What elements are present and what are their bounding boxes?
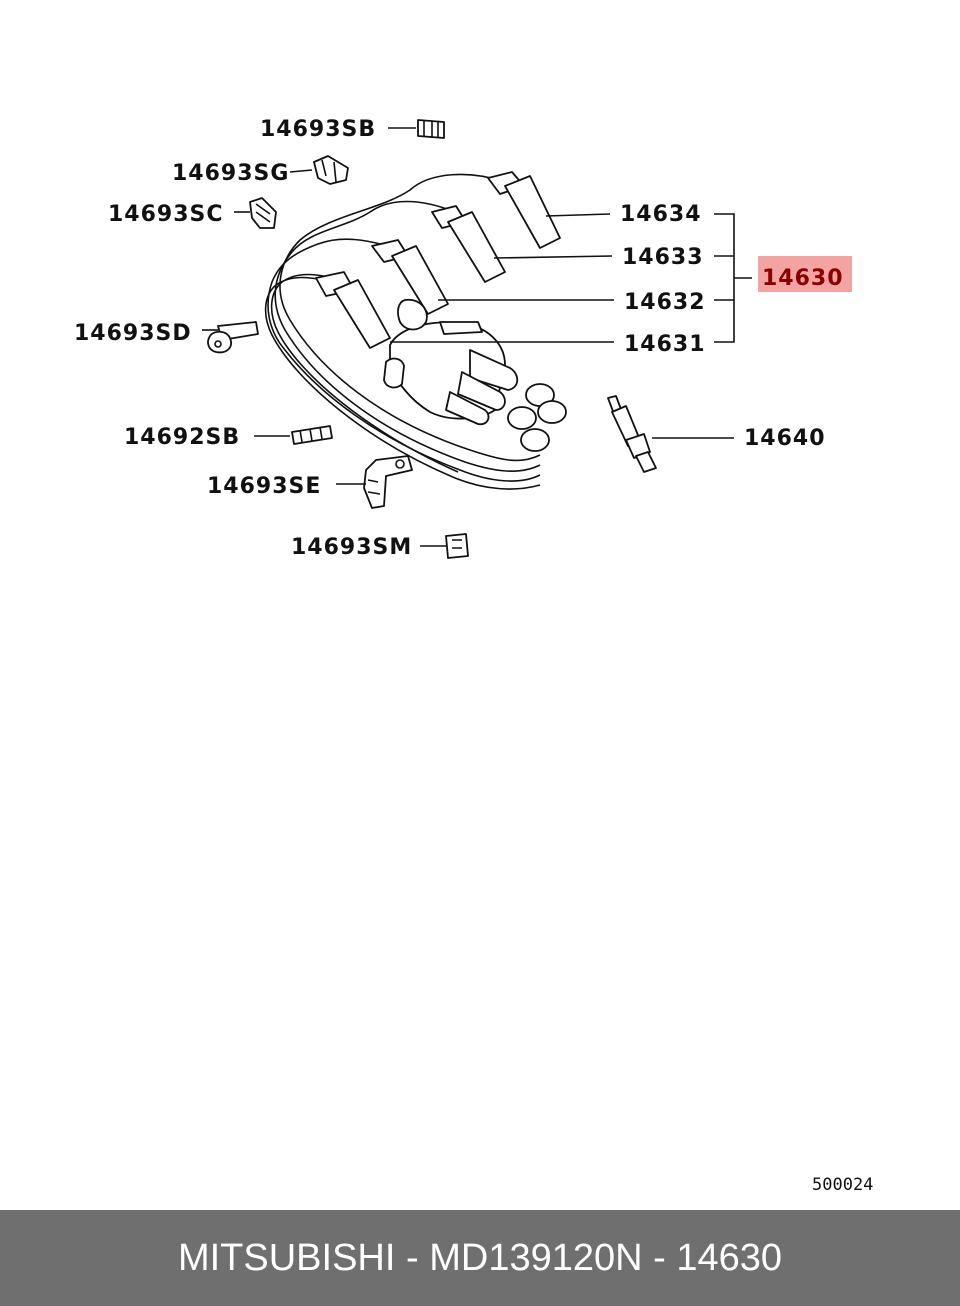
label-14631: 14631 [624,332,706,357]
cable-14634-boot [487,171,561,249]
label-14693sb: 14693SB [260,117,376,142]
ignition-cable-bundle [264,173,541,490]
label-14693sc: 14693SC [108,202,224,227]
clamp-14693sb [417,119,445,139]
label-14693sm: 14693SM [291,535,412,560]
label-14640: 14640 [744,426,826,451]
cable-14633-boot [431,205,506,283]
label-14693se: 14693SE [207,474,321,499]
clamp-14693sd [207,321,259,354]
label-14634: 14634 [620,202,702,227]
label-14630-assembly: 14630 [762,266,844,291]
clamp-14692sb [291,425,333,445]
label-14693sg: 14693SG [172,161,289,186]
cable-end-terminals [507,383,567,452]
clamp-14693sm [445,533,469,559]
cable-14632-boot [371,239,449,315]
cable-14631-boot [315,271,391,349]
part-info-bar: MITSUBISHI - MD139120 N - 14630 [0,1210,960,1306]
clamp-14693sc [249,197,277,229]
label-14633: 14633 [622,245,704,270]
part-number: MD139120 [429,1236,616,1279]
clamp-14693se [363,455,413,509]
distributor [383,298,519,426]
label-14632: 14632 [624,290,706,315]
label-14692sb: 14692SB [124,425,240,450]
figure-code: 500024 [812,1175,873,1195]
clamp-14693sg [313,155,349,185]
reference-number: N - 14630 [615,1236,783,1279]
assembly-highlight [758,256,852,292]
brand-name: MITSUBISHI [177,1236,396,1279]
parts-diagram: 14693SB 14693SG 14693SC 14693SD 14692SB … [74,117,873,1195]
leader-lines [202,127,752,547]
spark-plug-14640 [607,395,657,473]
label-14693sd: 14693SD [74,321,192,346]
